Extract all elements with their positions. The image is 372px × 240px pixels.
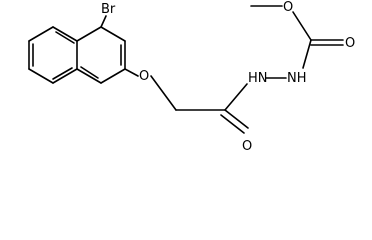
double-bond-inner [55, 31, 75, 44]
hydrazine-nh-left-label: HN [248, 71, 268, 86]
c-nh-bond [224, 83, 248, 111]
c-o-bond [124, 68, 139, 77]
bond [52, 26, 78, 42]
double-bond-inner [80, 66, 99, 79]
amide-c-o-bond [224, 109, 249, 129]
amide-oxygen-label: O [242, 139, 252, 154]
bond [28, 68, 54, 84]
c-o-single [292, 11, 312, 41]
carbonyl-oxygen-label: O [345, 36, 355, 51]
molecule-drawing: Br O HN NH O O O [28, 0, 355, 154]
naphthalene-ring [28, 26, 126, 84]
bond [76, 68, 102, 84]
structure-canvas: Br O HN NH O O O [28, 0, 355, 154]
hydrazine-nh-right-label: NH [287, 71, 307, 86]
c-br-bond [100, 15, 107, 28]
o-ch2-bond [150, 75, 177, 111]
bond [52, 68, 78, 84]
nh-c-bond [302, 39, 312, 69]
ether-oxygen-label: O [139, 69, 149, 84]
double-bond-inner [52, 67, 73, 80]
ester-oxygen-label: O [283, 0, 293, 15]
bond [76, 26, 102, 42]
bond [28, 26, 54, 42]
bond [100, 26, 126, 42]
bromine-label: Br [101, 2, 116, 17]
amide-c-o-double [220, 114, 245, 134]
bond [100, 68, 126, 84]
